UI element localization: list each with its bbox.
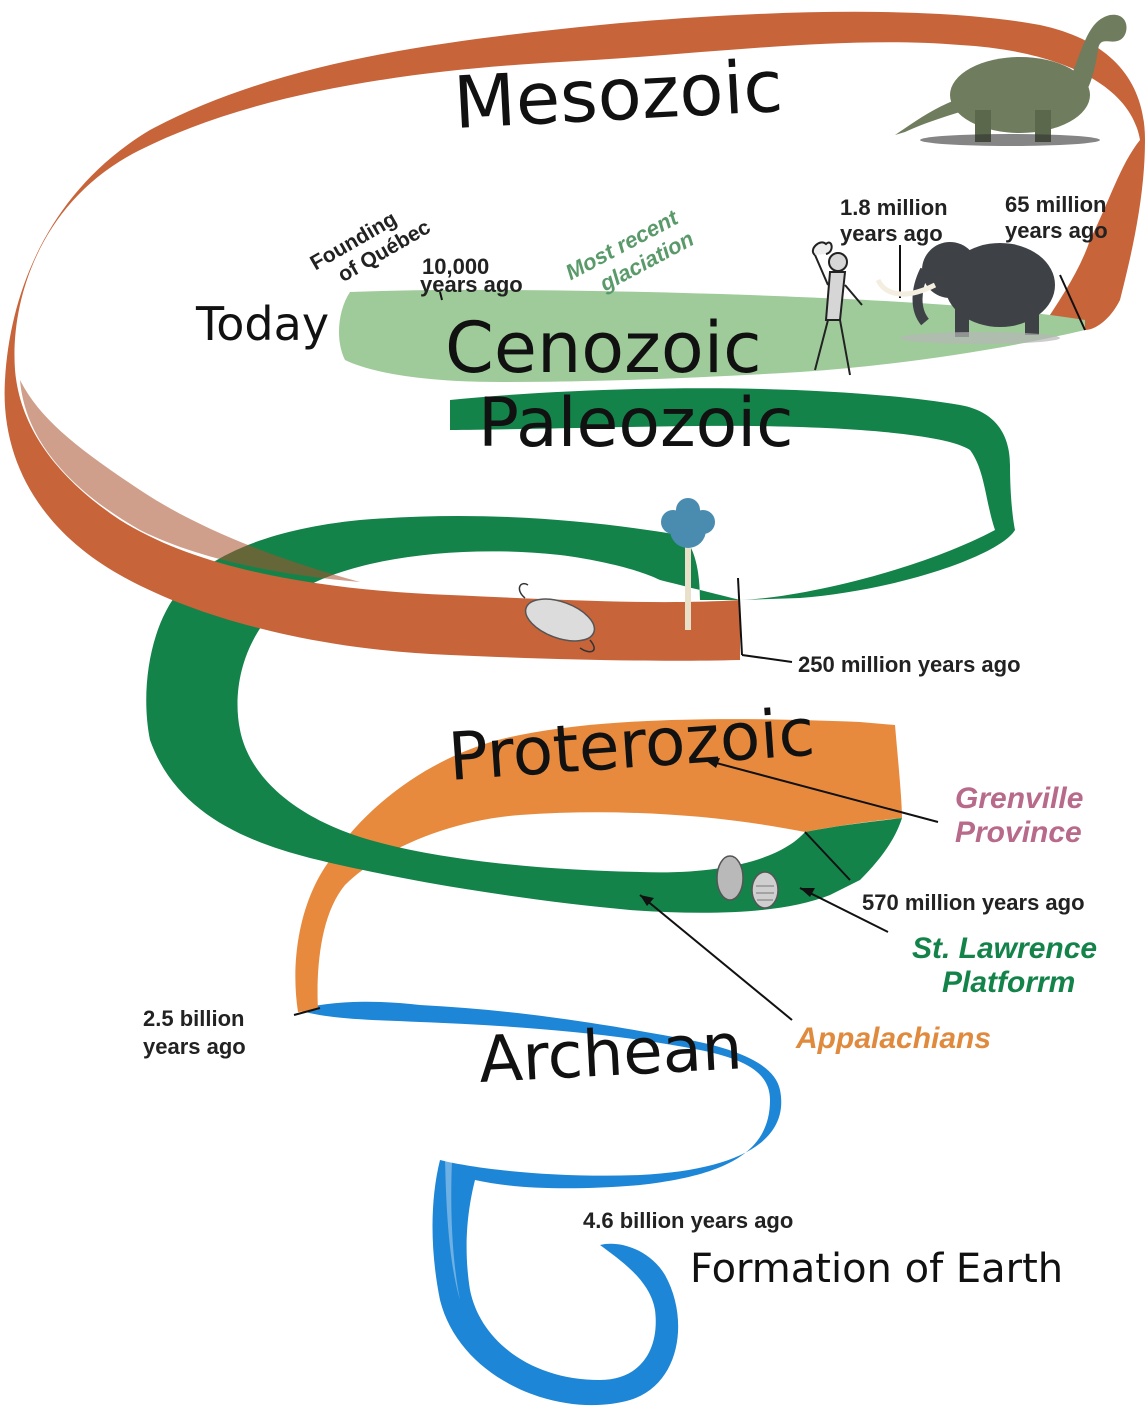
appalachians-label: Appalachians	[795, 1022, 991, 1055]
two-fifty-million-label: 250 million years ago	[798, 652, 1021, 677]
era-label-mesozoic: Mesozoic	[451, 44, 784, 145]
two-point-five-billion-line-1: 2.5 billion	[143, 1006, 244, 1031]
grenville-line-1: Grenville	[955, 782, 1083, 815]
five-seventy-million-label: 570 million years ago	[862, 890, 1085, 915]
sixty-five-million-line-1: 65 million	[1005, 192, 1106, 217]
formation-of-earth-label: Formation of Earth	[690, 1246, 1063, 1292]
leader-250ma	[742, 655, 792, 662]
stlawrence-line-1: St. Lawrence	[912, 932, 1097, 965]
ten-thousand-years-line-2: years ago	[420, 272, 523, 297]
era-label-cenozoic: Cenozoic	[445, 307, 762, 389]
stlawrence-line-2: Platforrm	[942, 966, 1075, 999]
four-point-six-billion-label: 4.6 billion years ago	[583, 1208, 793, 1233]
era-label-paleozoic: Paleozoic	[478, 384, 794, 463]
grenville-line-2: Province	[955, 816, 1082, 849]
leader-appalachians	[640, 895, 792, 1020]
two-point-five-billion-line-2: years ago	[143, 1034, 246, 1059]
today-label: Today	[195, 297, 329, 351]
era-label-archean: Archean	[477, 1010, 744, 1098]
one-point-eight-million-line-1: 1.8 million	[840, 195, 948, 220]
founding-of-quebec-label: Founding of Québec	[306, 195, 434, 296]
sixty-five-million-line-2: years ago	[1005, 218, 1108, 243]
one-point-eight-million-line-2: years ago	[840, 221, 943, 246]
